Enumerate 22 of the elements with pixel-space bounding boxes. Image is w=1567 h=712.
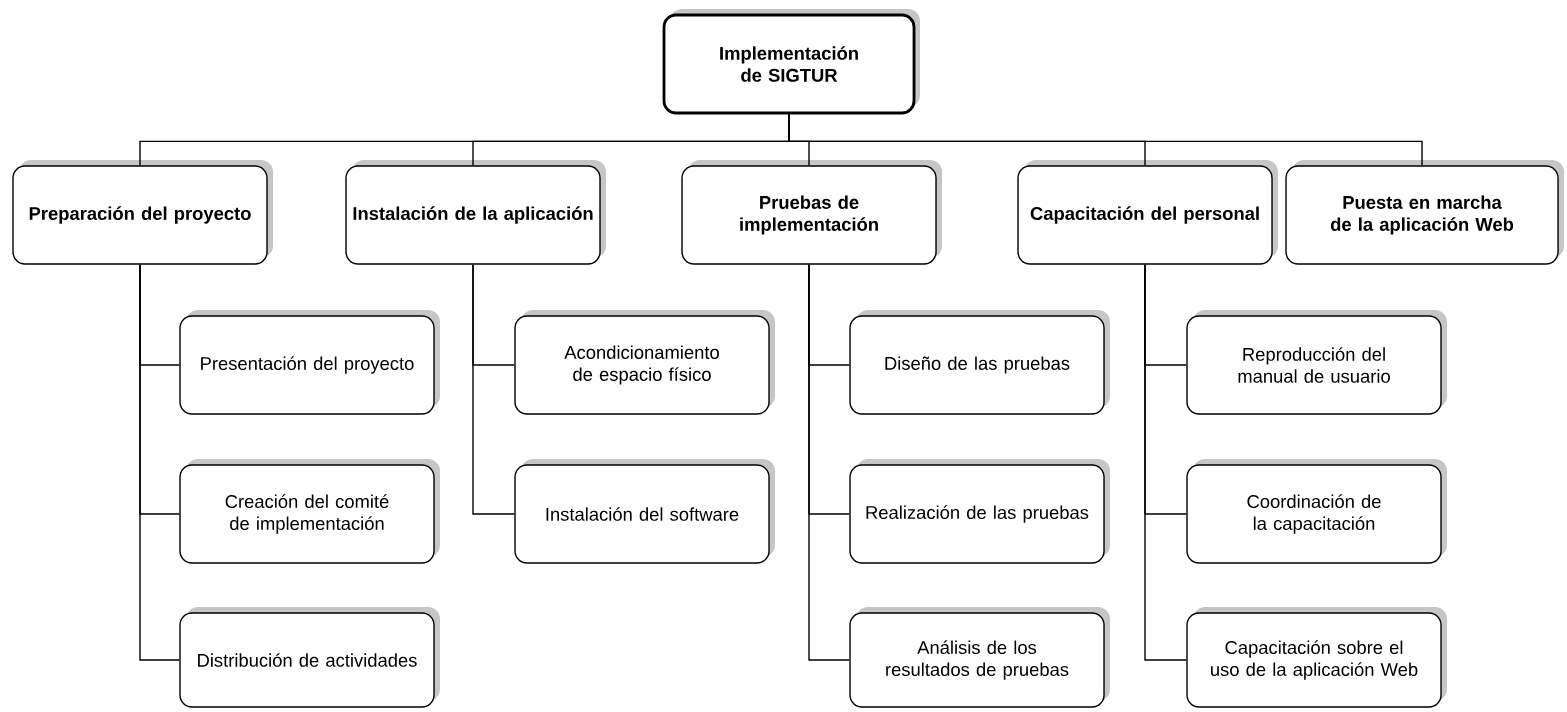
task-box: Acondicionamiento de espacio físico: [514, 310, 775, 415]
task-box: Presentación del proyecto: [179, 310, 440, 415]
phase-box: Capacitación del personal: [1017, 160, 1278, 265]
task-box: Distribución de actividades: [179, 607, 440, 708]
connector-line: [1144, 264, 1187, 661]
connector-line: [808, 264, 851, 661]
phase-box: Puesta en marcha de la aplicación Web: [1285, 160, 1565, 265]
task-box: Coordinación de la capacitación: [1186, 459, 1447, 564]
phase-box: Pruebas de implementación: [681, 160, 942, 265]
task-box: Instalación del software: [514, 459, 775, 564]
connector-line: [788, 113, 1423, 166]
task-box: Reproducción del manual de usuario: [1186, 310, 1447, 415]
task-box: Creación del comité de implementación: [179, 459, 440, 564]
task-box: Diseño de las pruebas: [849, 310, 1110, 415]
phase-box: Instalación de la aplicación: [345, 160, 606, 265]
task-box: Realización de las pruebas: [849, 459, 1110, 564]
task-box: Análisis de los resultados de pruebas: [849, 607, 1110, 708]
connector-line: [472, 264, 515, 515]
title-box: Implementación de SIGTUR: [662, 9, 920, 115]
task-box: Capacitación sobre el uso de la aplicación Web: [1186, 607, 1447, 708]
connector-line: [139, 264, 180, 661]
phase-box: Preparación del proyecto: [12, 160, 273, 265]
